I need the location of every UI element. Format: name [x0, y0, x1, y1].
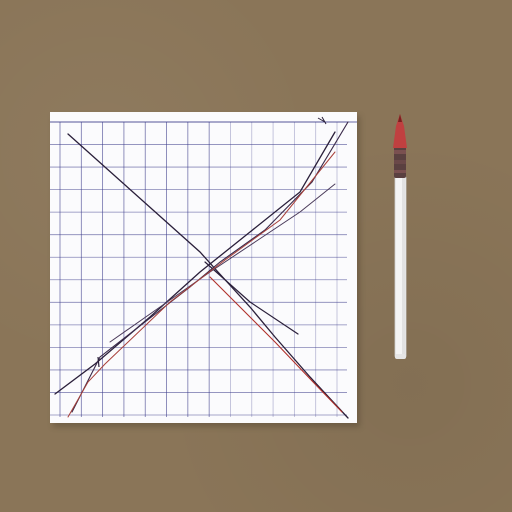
center-short-line [204, 261, 299, 335]
pencil-tip [393, 114, 407, 148]
diagonal-line-down [67, 133, 349, 419]
pencil [393, 114, 407, 359]
corner-tick [317, 116, 327, 125]
diagonal-line-up-3 [109, 183, 336, 343]
grid-lines [50, 121, 357, 417]
diagonal-line-up-1 [54, 131, 336, 395]
grid-paper-sheet [50, 112, 357, 423]
diagonal-line-down-red [209, 276, 343, 413]
hand-drawn-lines [54, 116, 349, 419]
small-vertical-mark [97, 356, 100, 368]
diagonal-line-up-red [67, 151, 336, 418]
